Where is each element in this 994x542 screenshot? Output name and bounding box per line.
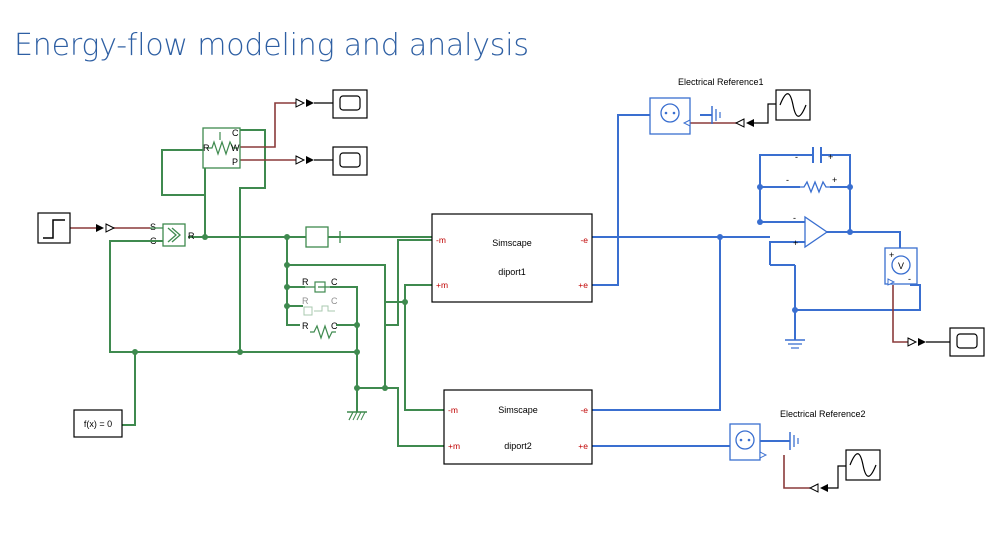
controlled-voltage-source-1[interactable] — [649, 97, 691, 135]
electrical-wires — [592, 114, 921, 447]
elec-ref1-label: Electrical Reference1 — [678, 77, 764, 87]
inertia-block[interactable] — [305, 226, 341, 248]
diport2-port-neg-m: -m — [448, 405, 458, 415]
damper-port-c: C — [331, 277, 338, 287]
simscape-diport1-block[interactable]: Simscape diport1 -m +m -e +e — [431, 213, 593, 303]
mechanical-nodes — [132, 234, 408, 391]
spring-block[interactable]: R C — [302, 321, 338, 340]
electrical-nodes — [717, 184, 853, 313]
signal-wires — [70, 102, 910, 489]
resistor-block[interactable]: - + — [786, 175, 837, 194]
mechanical-reference-block[interactable] — [347, 411, 367, 421]
friction-port-c: C — [331, 296, 338, 306]
diport2-name: Simscape — [498, 405, 538, 415]
cap-plus: + — [828, 152, 833, 162]
signal-arrows — [96, 98, 950, 493]
diport2-sub: diport2 — [504, 441, 532, 451]
spring-port-c: C — [331, 321, 338, 331]
sine-source-1[interactable] — [775, 89, 811, 121]
scope-block-1[interactable] — [332, 89, 368, 119]
damper-port-r: R — [302, 277, 309, 287]
opamp-minus: - — [793, 213, 796, 223]
diport2-port-pos-e: +e — [578, 441, 588, 451]
res-minus: - — [786, 175, 789, 185]
friction-port-r: R — [302, 296, 309, 306]
diport1-name: Simscape — [492, 238, 532, 248]
vs-plus: + — [889, 250, 894, 260]
diport2-port-neg-e: -e — [580, 405, 588, 415]
conv-port-r: R — [188, 231, 195, 241]
page-title: Energy-flow modeling and analysis — [14, 28, 529, 63]
pot-port-c: C — [232, 128, 239, 138]
diport2-port-pos-m: +m — [448, 441, 460, 451]
solver-label: f(x) = 0 — [84, 419, 112, 429]
variable-resistor-block[interactable]: C R W P — [202, 127, 241, 169]
electrical-reference-2[interactable] — [789, 432, 799, 450]
electrical-reference-1[interactable] — [711, 106, 721, 124]
pot-port-w: W — [231, 143, 240, 153]
diport1-port-neg-e: -e — [580, 235, 588, 245]
voltage-sensor-block[interactable]: V + - — [884, 247, 918, 286]
electrical-ground[interactable] — [785, 339, 805, 349]
elec-ref2-label: Electrical Reference2 — [780, 409, 866, 419]
scope-block-3[interactable] — [949, 327, 985, 357]
pot-port-r: R — [203, 143, 210, 153]
cap-minus: - — [795, 152, 798, 162]
op-amp-block[interactable]: - + — [793, 213, 829, 249]
mechanical-wires — [109, 129, 444, 447]
diport1-port-pos-m: +m — [436, 280, 448, 290]
capacitor-block[interactable]: - + — [795, 147, 833, 163]
vs-minus: - — [908, 274, 911, 284]
opamp-plus: + — [793, 238, 798, 248]
sine-source-2[interactable] — [845, 449, 881, 481]
controlled-voltage-source-2[interactable] — [729, 423, 768, 461]
damper-block[interactable]: R C — [302, 277, 338, 293]
conv-port-s: S — [150, 222, 156, 232]
solver-config-block[interactable]: f(x) = 0 — [73, 409, 123, 438]
spring-port-r: R — [302, 321, 309, 331]
simscape-diport2-block[interactable]: Simscape diport2 -m +m -e +e — [443, 389, 593, 465]
friction-block[interactable]: R C — [302, 296, 338, 316]
res-plus: + — [832, 175, 837, 185]
diport1-port-pos-e: +e — [578, 280, 588, 290]
diport1-port-neg-m: -m — [436, 235, 446, 245]
step-source-block[interactable] — [37, 212, 71, 244]
pot-port-p: P — [232, 157, 238, 167]
voltmeter-symbol: V — [898, 261, 904, 271]
scope-block-2[interactable] — [332, 146, 368, 176]
converter-block[interactable]: S C R — [109, 222, 195, 250]
diport1-sub: diport1 — [498, 267, 526, 277]
